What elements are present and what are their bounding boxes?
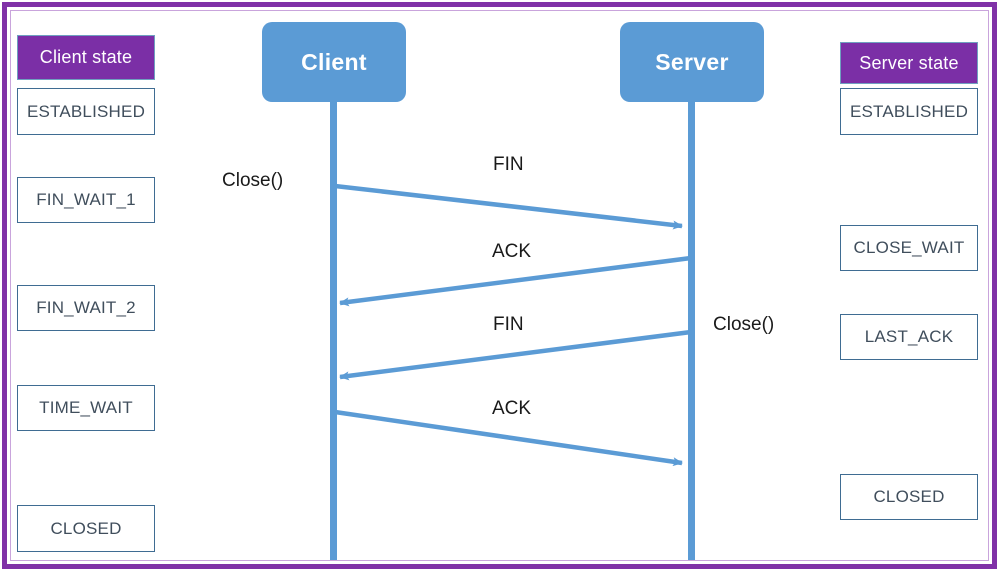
participant-client: Client [262, 22, 406, 102]
client-state-fin-wait-1: FIN_WAIT_1 [17, 177, 155, 223]
client-state-closed: CLOSED [17, 505, 155, 552]
client-state-fin-wait-2: FIN_WAIT_2 [17, 285, 155, 331]
client-close-call-label: Close() [222, 170, 284, 191]
message-label-fin-2: FIN [493, 314, 524, 335]
server-state-close-wait: CLOSE_WAIT [840, 225, 978, 271]
server-state-established: ESTABLISHED [840, 88, 978, 135]
client-state-established: ESTABLISHED [17, 88, 155, 135]
server-state-header: Server state [840, 42, 978, 84]
participant-server: Server [620, 22, 764, 102]
message-label-ack-1: ACK [492, 241, 532, 262]
client-state-header: Client state [17, 35, 155, 80]
server-state-last-ack: LAST_ACK [840, 314, 978, 360]
message-label-ack-2: ACK [492, 398, 532, 419]
message-label-fin-1: FIN [493, 154, 524, 175]
client-state-time-wait: TIME_WAIT [17, 385, 155, 431]
server-state-closed: CLOSED [840, 474, 978, 520]
lifeline-client [330, 100, 337, 560]
lifeline-server [688, 100, 695, 560]
server-close-call-label: Close() [713, 314, 775, 335]
